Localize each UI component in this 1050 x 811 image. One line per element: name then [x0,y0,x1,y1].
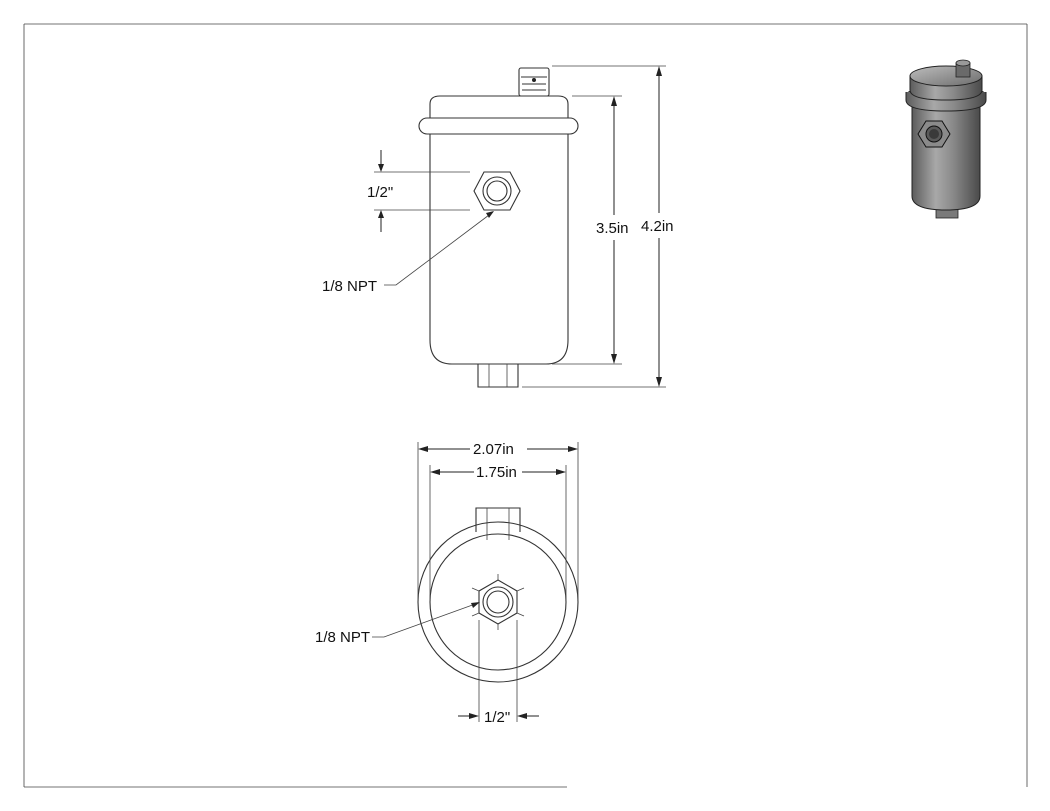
front-port-size-label: 1/2" [367,184,393,201]
front-npt-label: 1/8 NPT [322,278,377,295]
canister-cap [429,95,569,118]
top-inner-circle [429,533,567,671]
front-port-dimension: 1/2" [367,150,470,232]
inner-diameter-label: 1.75in [476,464,517,481]
top-outer-circle [417,521,579,683]
canister-rim [418,117,579,135]
side-port-hex [473,171,521,211]
top-port-size-label: 1/2" [484,709,510,726]
outer-diameter-dimension: 2.07in [417,441,579,600]
inner-diameter-dimension: 1.75in [429,464,567,600]
top-npt-leader: 1/8 NPT [315,602,480,646]
body-height-label: 3.5in [596,220,629,237]
top-port-hex [471,574,525,630]
filter-canister-3d-icon [905,59,987,219]
top-fitting [518,67,550,97]
top-npt-label: 1/8 NPT [315,629,370,646]
overall-height-dimension: 4.2in [522,65,674,388]
front-npt-leader: 1/8 NPT [322,211,494,295]
top-outlet-tab [475,507,521,532]
body-height-dimension: 3.5in [552,95,629,365]
canister-body [429,134,569,365]
front-view: 1/2" 1/8 NPT 3.5in 4.2in [322,65,674,388]
top-view: 2.07in 1.75in 1/8 NPT 1/2" [315,441,579,726]
sheet-border [23,23,1028,788]
bottom-outlet [477,364,519,388]
overall-height-label: 4.2in [641,218,674,235]
outer-diameter-label: 2.07in [473,441,514,458]
top-port-dimension: 1/2" [458,620,539,726]
